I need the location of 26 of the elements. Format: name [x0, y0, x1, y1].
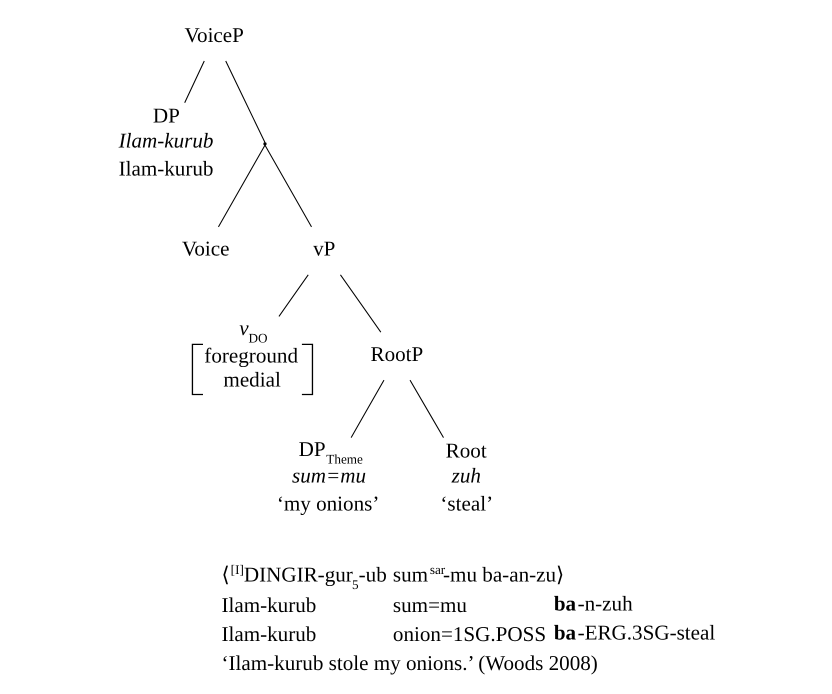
label: onion=1SG.POSS: [392, 622, 546, 646]
connector: [350, 380, 384, 438]
node-text: Voice: [182, 236, 230, 261]
node-text: DP$_{Theme}$ sum=mu ‘my onions’: [276, 437, 380, 516]
connector: [218, 145, 266, 228]
node-point: [263, 142, 267, 146]
connector: [340, 274, 382, 332]
connector: [410, 380, 444, 438]
connector: [225, 60, 266, 143]
label: ba-n-zuh: [554, 592, 633, 616]
connector: [184, 60, 205, 103]
node-text: Root zuh ‘steal’: [440, 438, 494, 516]
label: Ilam-kurub: [221, 622, 316, 646]
node-text: v$_{DO}$ foreground medial: [204, 316, 298, 392]
node-text: VoiceP: [184, 23, 244, 48]
label: ‘Ilam-kurub stole my onions.’ (Woods 2008): [221, 650, 598, 675]
node-text: RootP: [370, 342, 424, 366]
node-text: vP: [313, 236, 336, 261]
label: Ilam-kurub: [221, 592, 316, 617]
label: ba-ERG.3SG-steal: [554, 620, 716, 645]
label: ⟨$^{[I]}$DINGIR-gur$_{5}$-ub: [221, 562, 387, 592]
connector: [278, 274, 309, 317]
label: sum$^{sar}$-mu ba-an-zu⟩: [392, 562, 564, 587]
node-text: DP Ilam-kurub Ilam-kurub: [118, 104, 214, 180]
connector: [264, 145, 312, 228]
label: sum=mu: [392, 592, 467, 617]
